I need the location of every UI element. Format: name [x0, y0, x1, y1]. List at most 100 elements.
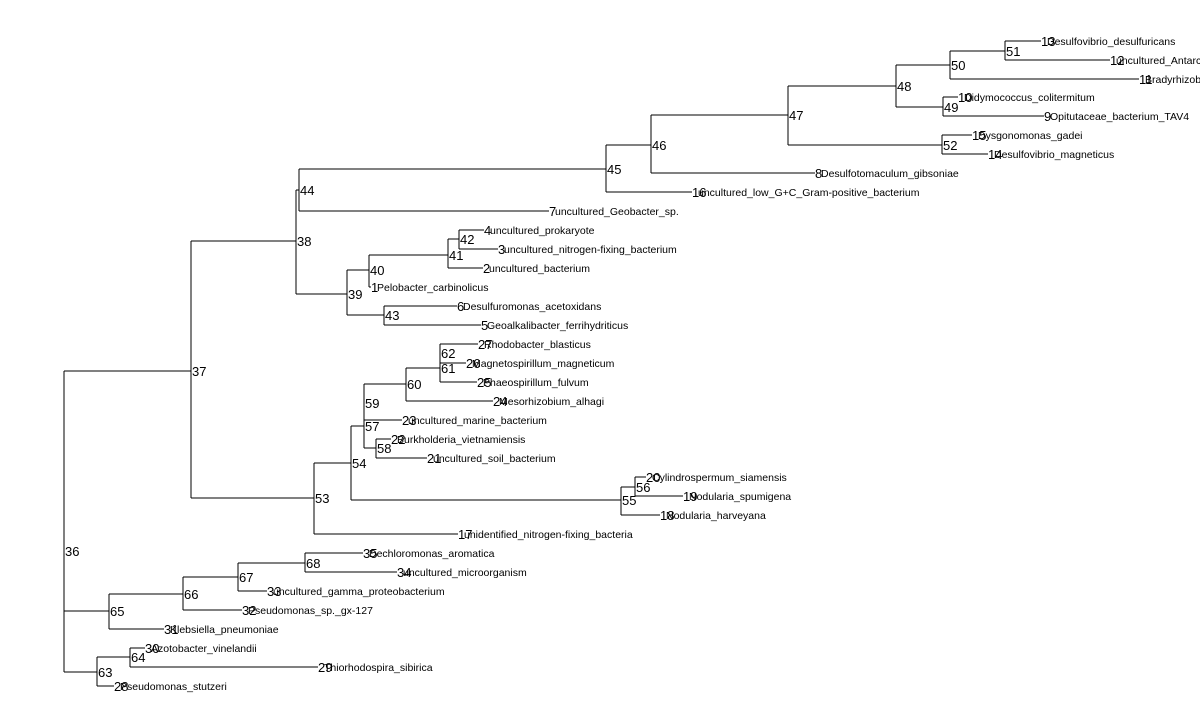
internal-node-63: 63: [98, 665, 112, 680]
internal-node-41: 41: [449, 248, 463, 263]
tip-label-10: Didymococcus_colitermitum: [964, 92, 1095, 104]
tip-label-7: uncultured_Geobacter_sp.: [555, 206, 679, 218]
tip-label-26: Magnetospirillum_magneticum: [472, 358, 615, 370]
internal-node-59: 59: [365, 396, 379, 411]
tip-label-33: uncultured_gamma_proteobacterium: [273, 586, 445, 598]
tip-number-21: 21: [427, 451, 441, 466]
tip-number-16: 16: [692, 185, 706, 200]
tip-number-32: 32: [242, 603, 256, 618]
tip-number-34: 34: [397, 565, 411, 580]
tip-number-18: 18: [660, 508, 674, 523]
internal-node-44: 44: [300, 183, 314, 198]
tip-number-9: 9: [1044, 109, 1051, 124]
tip-number-24: 24: [493, 394, 507, 409]
internal-node-39: 39: [348, 287, 362, 302]
tip-label-1: Pelobacter_carbinolicus: [377, 282, 488, 294]
tip-label-16: uncultured_low_G+C_Gram-positive_bacteri…: [698, 187, 920, 199]
internal-node-47: 47: [789, 108, 803, 123]
internal-node-53: 53: [315, 491, 329, 506]
internal-node-54: 54: [352, 456, 366, 471]
tip-number-14: 14: [988, 147, 1002, 162]
internal-node-49: 49: [944, 100, 958, 115]
tip-number-6: 6: [457, 299, 464, 314]
tip-label-24: Mesorhizobium_alhagi: [499, 396, 604, 408]
tip-label-19: Nodularia_spumigena: [689, 491, 791, 503]
tip-number-30: 30: [145, 641, 159, 656]
tip-label-6: Desulfuromonas_acetoxidans: [463, 301, 601, 313]
tip-label-11: Bradyrhizob: [1145, 74, 1200, 86]
internal-node-42: 42: [460, 232, 474, 247]
internal-node-36: 36: [65, 544, 79, 559]
tip-number-31: 31: [164, 622, 178, 637]
internal-node-64: 64: [131, 650, 145, 665]
internal-node-37: 37: [192, 364, 206, 379]
tip-number-7: 7: [549, 204, 556, 219]
tip-label-15: Dysgonomonas_gadei: [978, 130, 1083, 142]
tip-number-1: 1: [371, 280, 378, 295]
tip-number-15: 15: [972, 128, 986, 143]
internal-node-60: 60: [407, 377, 421, 392]
internal-node-56: 56: [636, 480, 650, 495]
tip-number-22: 22: [391, 432, 405, 447]
tip-label-4: uncultured_prokaryote: [490, 225, 595, 237]
tip-label-13: Desulfovibrio_desulfuricans: [1047, 36, 1175, 48]
tip-label-12: uncultured_Antarc: [1116, 55, 1200, 67]
tip-label-14: Desulfovibrio_magneticus: [994, 149, 1114, 161]
internal-node-38: 38: [297, 234, 311, 249]
tip-number-25: 25: [477, 375, 491, 390]
tip-label-23: uncultured_marine_bacterium: [408, 415, 547, 427]
tip-label-28: Pseudomonas_stutzeri: [120, 681, 227, 693]
tip-number-4: 4: [484, 223, 491, 238]
tree-edges: [63, 40, 1139, 687]
tip-label-35: Dechloromonas_aromatica: [369, 548, 495, 560]
tip-number-26: 26: [466, 356, 480, 371]
tip-number-3: 3: [498, 242, 505, 257]
tip-labels: 13Desulfovibrio_desulfuricans12unculture…: [114, 34, 1200, 694]
internal-node-45: 45: [607, 162, 621, 177]
tip-number-28: 28: [114, 679, 128, 694]
tip-number-5: 5: [481, 318, 488, 333]
tip-number-13: 13: [1041, 34, 1055, 49]
internal-node-67: 67: [239, 570, 253, 585]
internal-node-46: 46: [652, 138, 666, 153]
tip-label-34: uncultured_microorganism: [403, 567, 527, 579]
tip-label-25: Phaeospirillum_fulvum: [483, 377, 589, 389]
tip-number-27: 27: [478, 337, 492, 352]
internal-node-68: 68: [306, 556, 320, 571]
tip-label-3: uncultured_nitrogen-fixing_bacterium: [504, 244, 677, 256]
tip-number-11: 11: [1139, 72, 1153, 87]
tip-label-18: Nodularia_harveyana: [666, 510, 766, 522]
internal-node-58: 58: [377, 441, 391, 456]
internal-node-48: 48: [897, 79, 911, 94]
internal-node-labels: 3637383940414243444546474849505152535455…: [65, 44, 1020, 680]
internal-node-61: 61: [441, 361, 455, 376]
tip-label-29: Thiorhodospira_sibirica: [324, 662, 433, 674]
tip-label-22: Burkholderia_vietnamiensis: [397, 434, 525, 446]
internal-node-40: 40: [370, 263, 384, 278]
tip-number-19: 19: [683, 489, 697, 504]
tip-number-17: 17: [458, 527, 472, 542]
tip-label-20: Cylindrospermum_siamensis: [652, 472, 787, 484]
internal-node-55: 55: [622, 493, 636, 508]
internal-node-57: 57: [365, 419, 379, 434]
tip-label-2: uncultured_bacterium: [489, 263, 590, 275]
tip-label-30: Azotobacter_vinelandii: [151, 643, 257, 655]
tip-label-8: Desulfotomaculum_gibsoniae: [821, 168, 959, 180]
internal-node-43: 43: [385, 308, 399, 323]
tip-label-32: Pseudomonas_sp._gx-127: [248, 605, 373, 617]
tip-label-17: unidentified_nitrogen-fixing_bacteria: [464, 529, 633, 541]
tip-number-10: 10: [958, 90, 972, 105]
tip-label-9: Opitutaceae_bacterium_TAV4: [1050, 111, 1189, 123]
internal-node-51: 51: [1006, 44, 1020, 59]
tip-number-35: 35: [363, 546, 377, 561]
tip-label-31: Klebsiella_pneumoniae: [170, 624, 279, 636]
internal-node-50: 50: [951, 58, 965, 73]
internal-node-52: 52: [943, 138, 957, 153]
tip-label-5: Geoalkalibacter_ferrihydriticus: [487, 320, 628, 332]
tip-number-12: 12: [1110, 53, 1124, 68]
internal-node-66: 66: [184, 587, 198, 602]
internal-node-62: 62: [441, 346, 455, 361]
tip-number-2: 2: [483, 261, 490, 276]
tip-number-33: 33: [267, 584, 281, 599]
